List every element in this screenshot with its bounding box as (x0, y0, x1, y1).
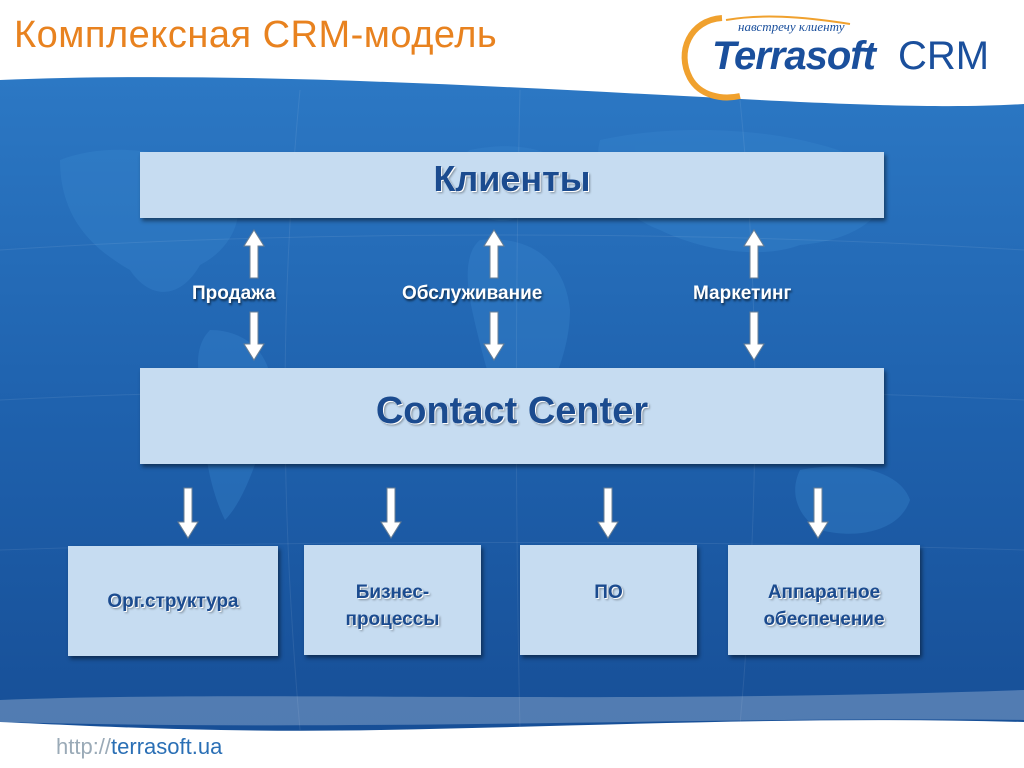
footer-url[interactable]: http://terrasoft.ua (56, 734, 222, 760)
up-arrow-icon (483, 229, 505, 279)
org-structure-label: Орг.структура (107, 590, 239, 612)
software-box: ПО (520, 545, 697, 655)
up-arrow-icon (743, 229, 765, 279)
slide-title: Комплексная CRM-модель (14, 14, 498, 56)
channel-label-service: Обслуживание (402, 283, 543, 304)
down-arrow-icon (807, 487, 829, 539)
up-arrow-icon (243, 229, 265, 279)
logo-wordmark: Terrasoft (712, 34, 876, 78)
org-structure-box: Орг.структура (68, 546, 278, 656)
hardware-box: Аппаратное обеспечение (728, 545, 920, 655)
down-arrow-icon (243, 311, 265, 361)
clients-label: Клиенты (433, 158, 591, 199)
business-processes-box: Бизнес- процессы (304, 545, 481, 655)
channel-label-sales: Продажа (192, 283, 276, 304)
hardware-line1: Аппаратное (767, 582, 881, 603)
down-arrow-icon (380, 487, 402, 539)
channel-arrows (243, 229, 765, 361)
business-processes-line2: процессы (345, 609, 440, 630)
output-arrows (177, 487, 829, 539)
business-processes-line1: Бизнес- (355, 582, 430, 603)
down-arrow-icon (743, 311, 765, 361)
down-arrow-icon (597, 487, 619, 539)
contact-center-label: Contact Center (375, 390, 649, 432)
bottom-swoosh (0, 690, 1024, 726)
terrasoft-logo: навстречу клиенту Terrasoft CRM (676, 10, 1006, 100)
down-arrow-icon (483, 311, 505, 361)
hardware-line2: обеспечение (763, 609, 885, 630)
down-arrow-icon (177, 487, 199, 539)
contact-center-box: Contact Center (140, 368, 884, 464)
clients-box: Клиенты (140, 152, 884, 218)
footer-url-scheme: http:// (56, 734, 112, 759)
logo-tagline: навстречу клиенту (738, 19, 845, 34)
logo-crm: CRM (898, 34, 990, 78)
channel-label-marketing: Маркетинг (693, 283, 792, 304)
logo-swirl-icon (681, 15, 851, 101)
footer-url-domain: terrasoft.ua (111, 734, 223, 759)
software-label: ПО (594, 582, 623, 603)
